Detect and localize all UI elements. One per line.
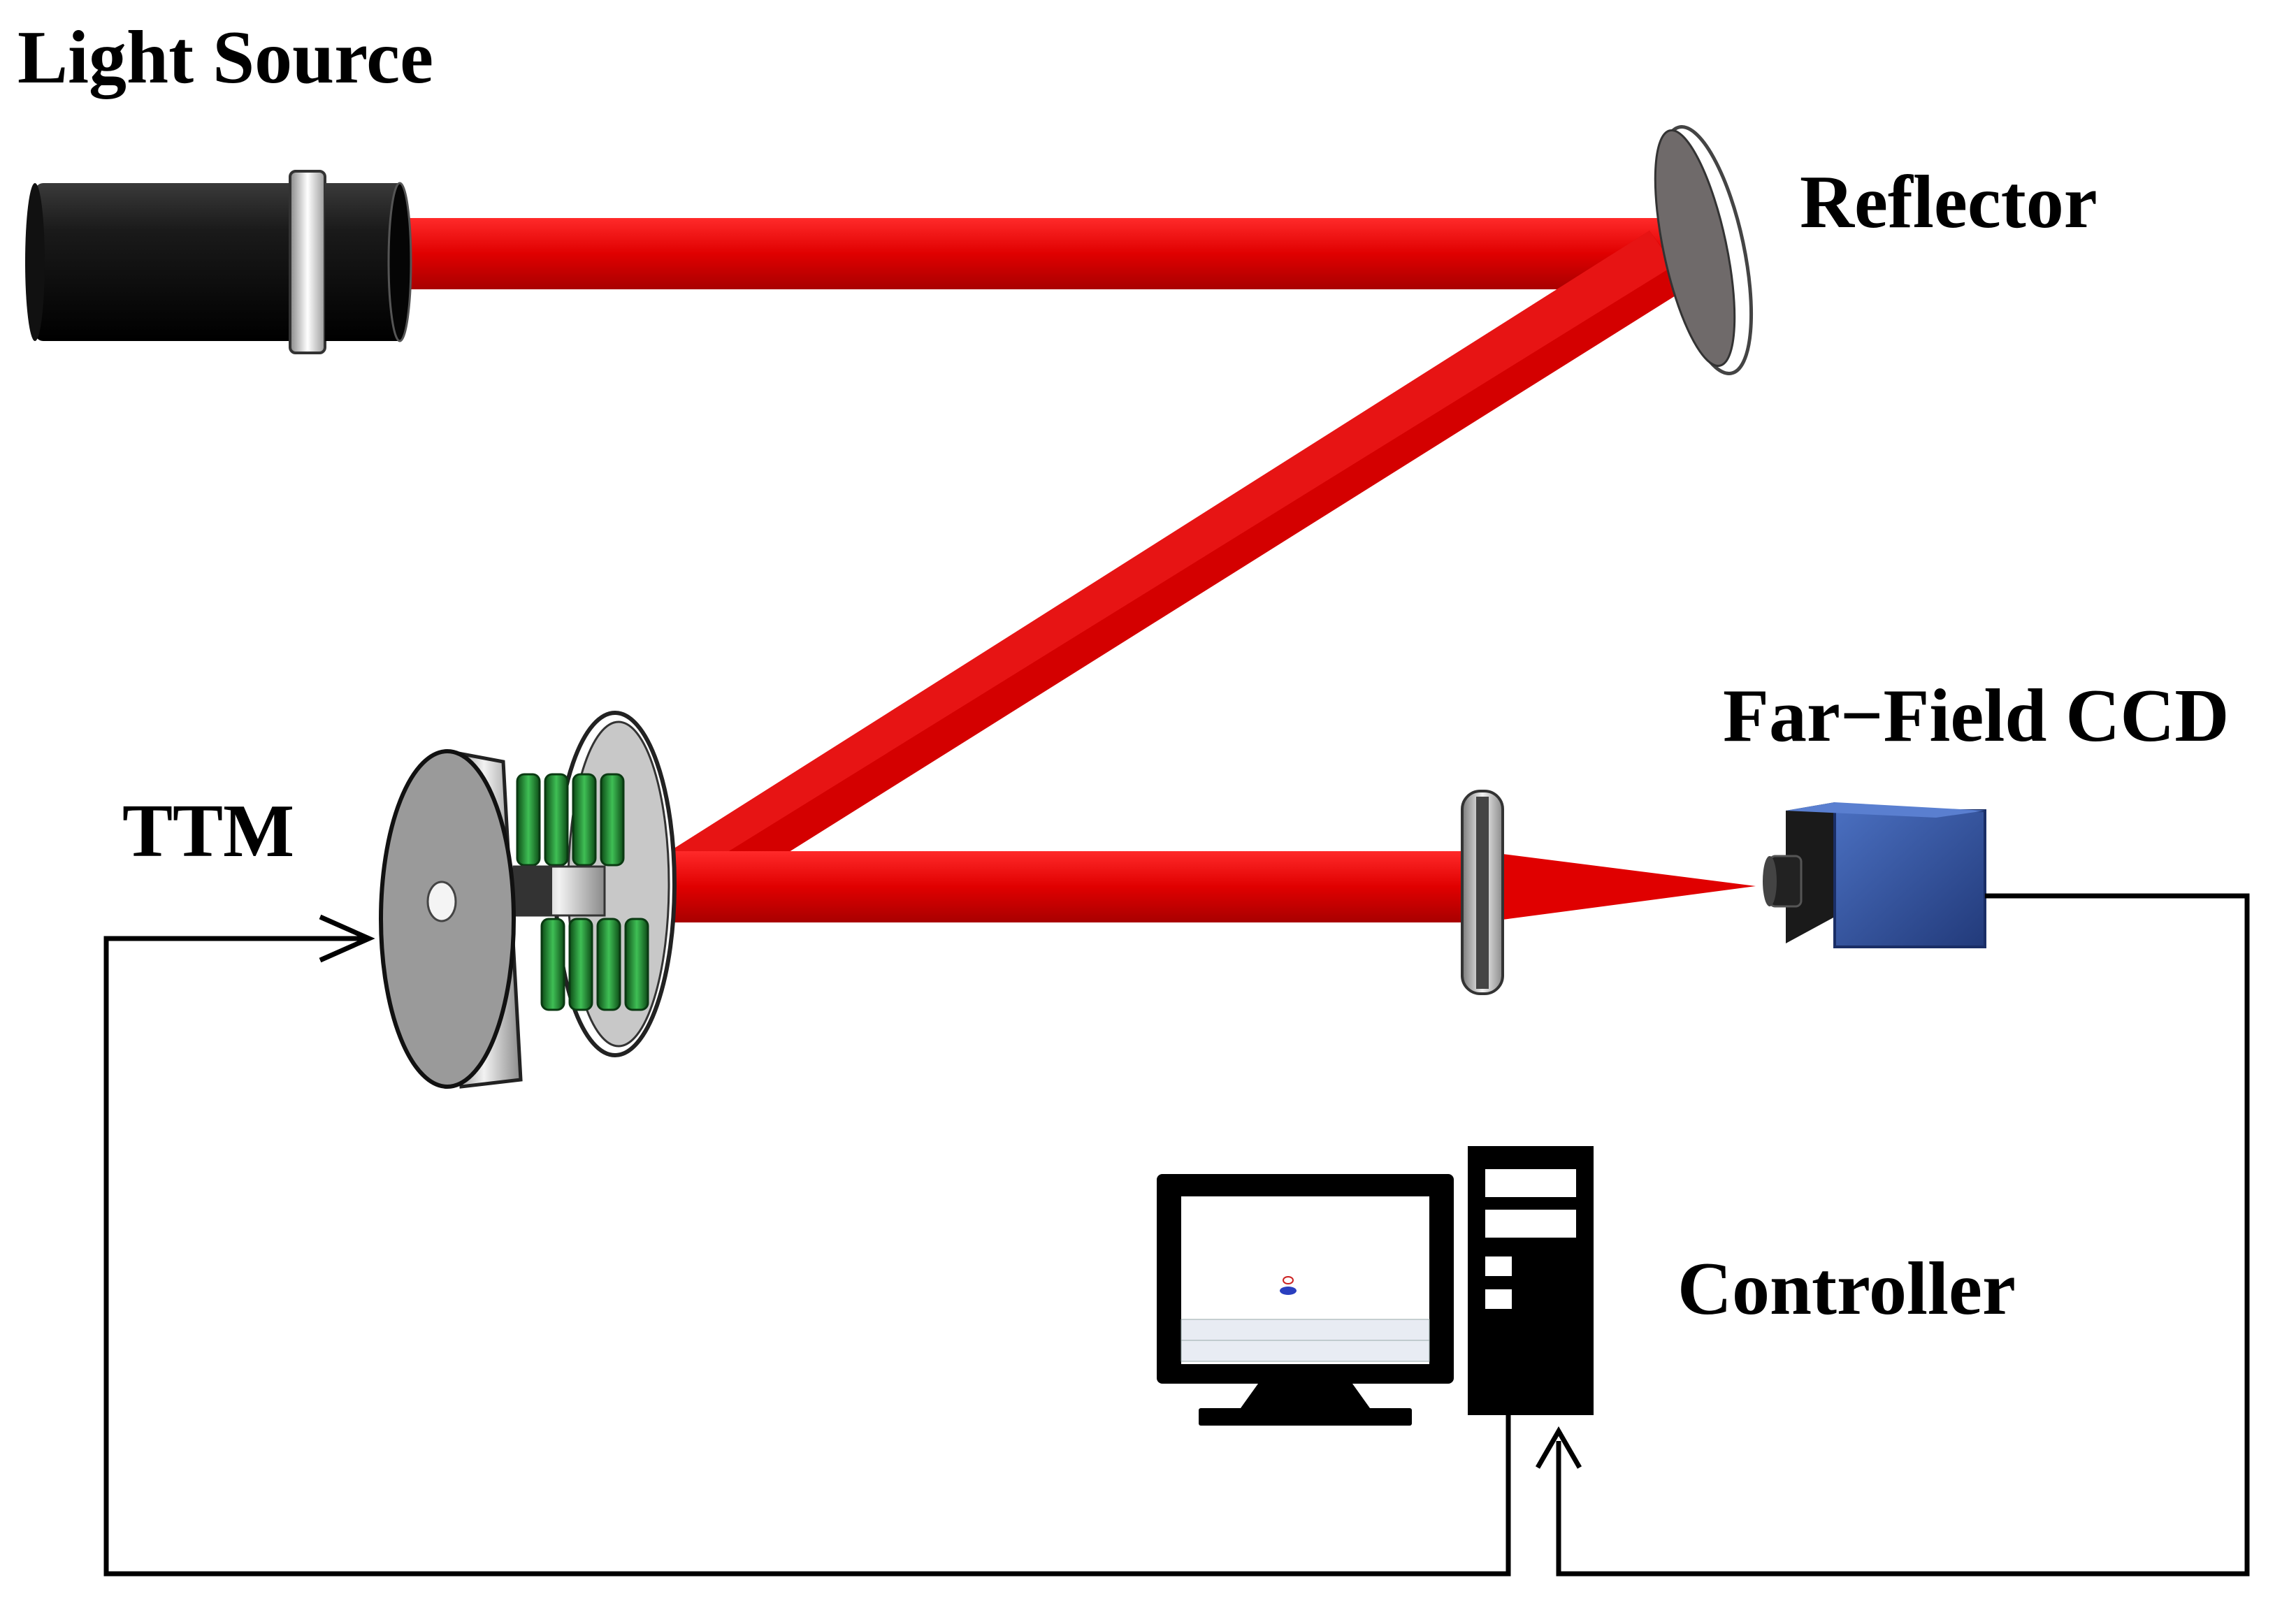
beam-ttm-to-lens — [671, 851, 1475, 922]
actuator-coils-top — [516, 773, 625, 867]
laser-tube-icon — [25, 170, 412, 354]
wire-controller-to-ttm — [103, 936, 1511, 1577]
label-far-field-ccd: Far−Field CCD — [1723, 674, 2229, 758]
monitor — [1157, 1174, 1454, 1426]
label-controller: Controller — [1677, 1247, 2016, 1331]
computer-tower — [1468, 1146, 1594, 1415]
camera-icon — [1763, 802, 1986, 948]
lens-icon — [1461, 790, 1504, 995]
arrow-into-ttm — [319, 914, 375, 963]
laser-beams — [391, 218, 1756, 922]
beam-focus-cone — [1503, 854, 1756, 920]
label-ttm: TTM — [122, 790, 294, 873]
label-light-source: Light Source — [17, 16, 433, 99]
wire-ccd-to-controller — [1556, 893, 2250, 1577]
tip-tilt-mirror-icon — [379, 711, 677, 1089]
arrow-into-controller — [1535, 1426, 1582, 1469]
actuator-coils-bottom — [540, 918, 649, 1011]
mirror-icon — [1654, 125, 1754, 375]
control-loop-wiring — [103, 893, 2250, 1577]
beam-source-to-reflector — [391, 218, 1684, 289]
label-reflector: Reflector — [1800, 161, 2098, 244]
desktop-computer-icon — [1157, 1146, 1594, 1426]
